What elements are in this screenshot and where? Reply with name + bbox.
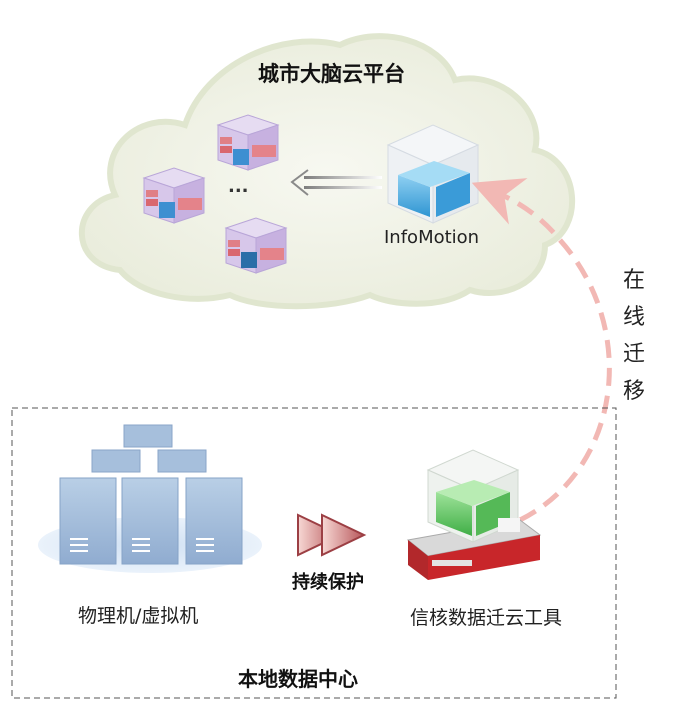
infomotion-label: InfoMotion bbox=[384, 227, 480, 248]
online-migration-arrow bbox=[471, 178, 612, 523]
datacenter-boundary bbox=[11, 407, 617, 699]
migration-char: 线 bbox=[622, 305, 645, 330]
vm-cube-left bbox=[142, 167, 206, 224]
vm-cube-bottom bbox=[224, 217, 288, 274]
streamer-cube bbox=[426, 449, 520, 543]
continuous-protection-arrows bbox=[297, 513, 367, 557]
online-migration-label: 在 线 迁 移 bbox=[614, 262, 654, 410]
migration-char: 迁 bbox=[622, 342, 645, 367]
migration-char: 移 bbox=[622, 379, 645, 404]
continuous-protection-label: 持续保护 bbox=[292, 572, 364, 593]
more-vms-ellipsis: ... bbox=[228, 176, 249, 197]
vm-cube-top bbox=[216, 114, 280, 171]
cloud-platform-title: 城市大脑云平台 bbox=[258, 62, 405, 86]
local-datacenter-title: 本地数据中心 bbox=[238, 667, 358, 691]
cloud-shape bbox=[78, 33, 576, 310]
infomotion-cube bbox=[386, 124, 480, 224]
physical-servers bbox=[38, 424, 262, 573]
migration-tool-label: 信核数据迁云工具 bbox=[410, 607, 563, 629]
cloud-flow-arrow bbox=[290, 169, 382, 196]
migration-char: 在 bbox=[622, 268, 645, 293]
physical-virtual-machine-label: 物理机/虚拟机 bbox=[78, 605, 199, 627]
